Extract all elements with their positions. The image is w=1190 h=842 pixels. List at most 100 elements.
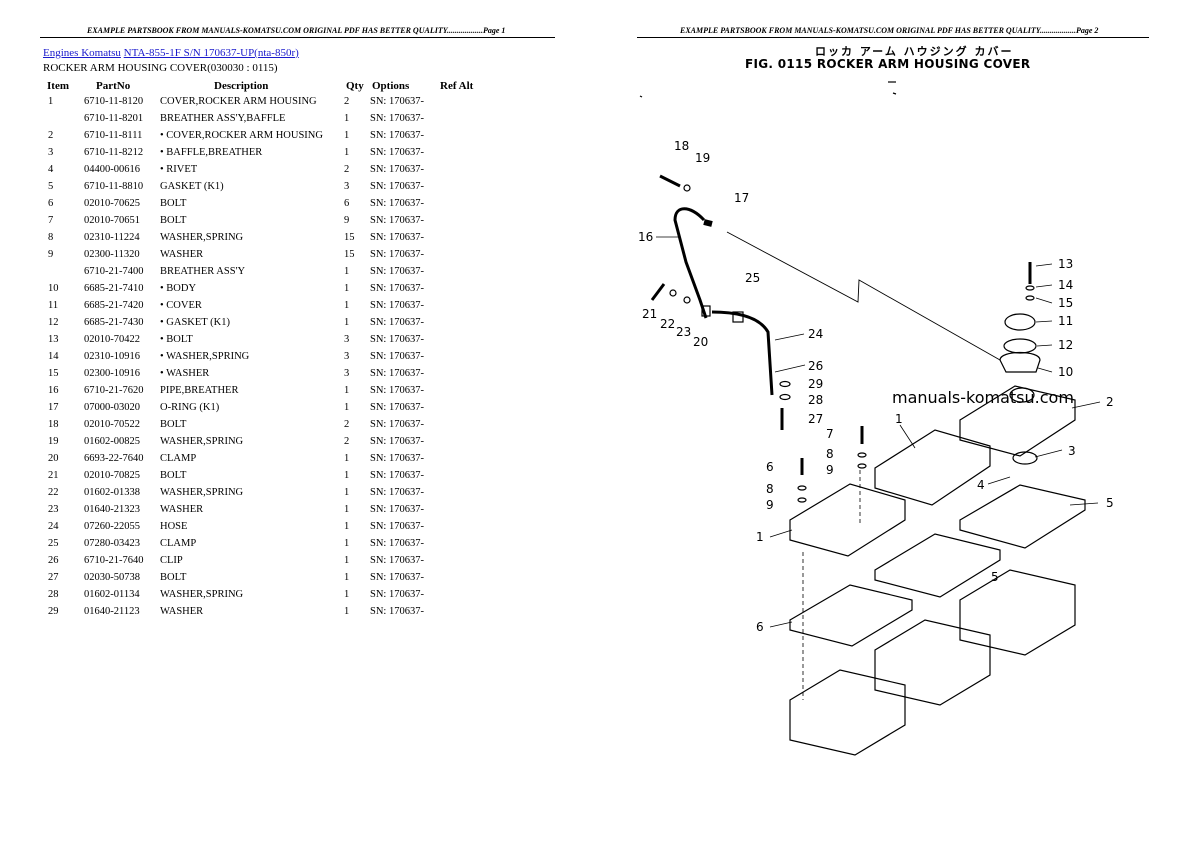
cell-ref-alt — [436, 178, 477, 195]
cell-item: 11 — [48, 300, 59, 311]
breadcrumb: Engines Komatsu NTA-855-1F S/N 170637-UP… — [43, 47, 299, 59]
washer-28 — [779, 393, 791, 401]
cell-qty: 15 — [344, 232, 355, 243]
cell-item: 4 — [48, 164, 54, 175]
callout-9-left: 9 — [766, 498, 774, 512]
gasket-5-right — [959, 484, 1086, 549]
callout-17: 17 — [734, 191, 749, 205]
washer-22 — [669, 289, 677, 297]
callout-numbers: 18 19 17 16 25 21 22 23 20 24 26 29 28 2… — [638, 139, 1114, 634]
cell-ref-alt — [436, 365, 477, 382]
cell-options: SN: 170637- — [370, 300, 424, 311]
cell-ref-alt — [436, 416, 477, 433]
cell-options: SN: 170637- — [370, 470, 424, 481]
baffle-3 — [1012, 451, 1038, 465]
cell-partno: 6710-11-8201 — [84, 113, 144, 124]
cell-item: 7 — [48, 215, 54, 226]
cell-description: • BAFFLE,BREATHER — [160, 147, 263, 158]
cell-partno: 6710-11-8212 — [84, 147, 144, 158]
cell-description: WASHER,SPRING — [160, 232, 244, 243]
cell-description: WASHER — [160, 249, 204, 260]
cell-ref-alt — [436, 144, 477, 161]
breadcrumb-link-engines[interactable]: Engines Komatsu — [43, 47, 121, 59]
cell-item: 18 — [48, 419, 59, 430]
callout-leaders — [656, 236, 1101, 628]
cell-qty: 3 — [344, 181, 350, 192]
cell-description: BOLT — [160, 215, 187, 226]
cover-1-left — [789, 483, 906, 557]
cover-1-middle — [874, 429, 991, 506]
callout-14: 14 — [1058, 278, 1073, 292]
gasket-5-middle — [874, 533, 1001, 598]
cell-item: 24 — [48, 521, 59, 532]
cell-ref-alt — [436, 518, 477, 535]
cell-description: BOLT — [160, 198, 187, 209]
cell-item: 1 — [48, 96, 54, 107]
header-qty: Qty — [346, 79, 364, 92]
breadcrumb-link-model[interactable]: NTA-855-1F S/N 170637-UP(nta-850r) — [123, 47, 299, 59]
cell-partno: 07280-03423 — [84, 538, 140, 549]
cell-ref-alt — [436, 212, 477, 229]
cell-ref-alt — [436, 535, 477, 552]
cell-partno: 02310-11224 — [84, 232, 140, 243]
cell-item: 21 — [48, 470, 59, 481]
page-header: EXAMPLE PARTSBOOK FROM MANUALS-KOMATSU.C… — [87, 26, 506, 35]
cell-options: SN: 170637- — [370, 368, 424, 379]
cell-partno: 01602-00825 — [84, 436, 140, 447]
cell-options: SN: 170637- — [370, 402, 424, 413]
cell-qty: 1 — [344, 402, 350, 413]
cell-item: 14 — [48, 351, 59, 362]
cell-description: HOSE — [160, 521, 188, 532]
cell-ref-alt — [436, 348, 477, 365]
watermark: manuals-komatsu.com — [892, 388, 1074, 407]
cell-options: SN: 170637- — [370, 589, 424, 600]
cell-partno: 6685-21-7420 — [84, 300, 144, 311]
callout-5-middle: 5 — [991, 570, 999, 584]
cell-item: 15 — [48, 368, 59, 379]
cell-options: SN: 170637- — [370, 606, 424, 617]
cell-partno: 01602-01134 — [84, 589, 140, 600]
callout-5-right: 5 — [1106, 496, 1114, 510]
cell-description: WASHER,SPRING — [160, 589, 244, 600]
housing-right — [959, 569, 1076, 656]
callout-12: 12 — [1058, 338, 1073, 352]
cell-description: • WASHER — [160, 368, 210, 379]
cell-options: SN: 170637- — [370, 317, 424, 328]
cell-qty: 1 — [344, 266, 350, 277]
breather-pipe — [673, 207, 708, 319]
cell-ref-alt — [436, 314, 477, 331]
cell-ref-alt — [436, 433, 477, 450]
cell-description: • GASKET (K1) — [160, 317, 230, 328]
cell-item: 23 — [48, 504, 59, 515]
callout-8-left: 8 — [766, 482, 774, 496]
cell-description: PIPE,BREATHER — [160, 385, 239, 396]
cell-partno: 02010-70422 — [84, 334, 140, 345]
cell-ref-alt — [436, 467, 477, 484]
cell-partno: 04400-00616 — [84, 164, 140, 175]
header-ref-alt: Ref Alt — [440, 79, 474, 92]
figure-japanese-title: ロッカ アーム ハウジング カバー — [815, 45, 1014, 58]
callout-15: 15 — [1058, 296, 1073, 310]
cell-qty: 1 — [344, 504, 350, 515]
cell-options: SN: 170637- — [370, 113, 424, 124]
cell-options: SN: 170637- — [370, 334, 424, 345]
cell-partno: 01640-21123 — [84, 606, 140, 617]
cell-item: 20 — [48, 453, 59, 464]
header-options: Options — [372, 79, 410, 92]
cell-description: • BOLT — [160, 334, 193, 345]
cell-qty: 15 — [344, 249, 355, 260]
cell-partno: 6685-21-7430 — [84, 317, 144, 328]
